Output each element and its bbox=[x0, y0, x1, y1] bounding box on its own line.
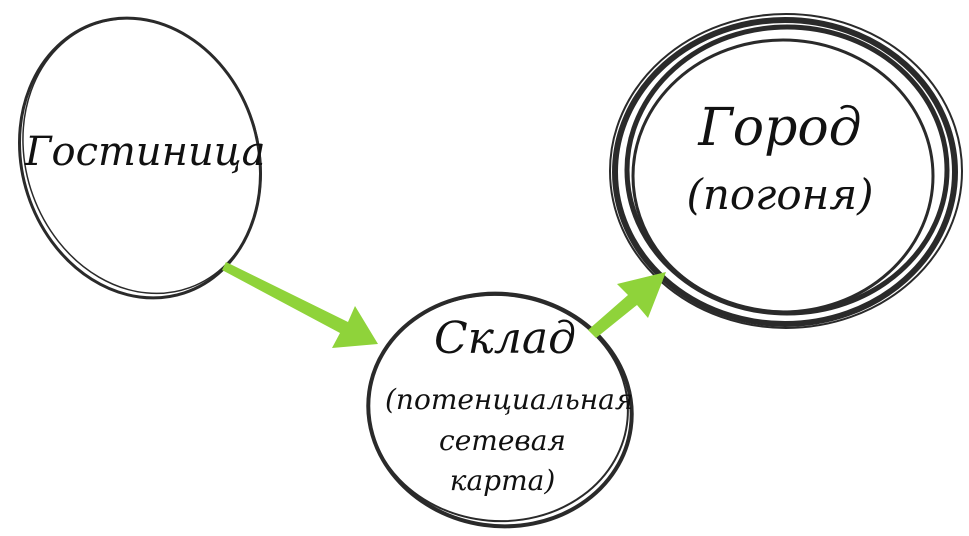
arrow-warehouse-to-city bbox=[588, 272, 666, 338]
node-city-circle bbox=[609, 13, 963, 329]
node-warehouse-sublabel: (потенциальная сетевая карта) bbox=[385, 383, 634, 498]
node-warehouse-label: Склад bbox=[433, 313, 577, 364]
arrow-hotel-to-warehouse bbox=[222, 262, 378, 348]
node-warehouse-circle bbox=[366, 291, 634, 529]
node-hotel-circle bbox=[18, 16, 262, 300]
node-city-label: Город bbox=[698, 98, 862, 158]
node-hotel-label: Гостиница bbox=[25, 129, 266, 175]
node-city-sublabel: (погоня) bbox=[686, 170, 874, 219]
